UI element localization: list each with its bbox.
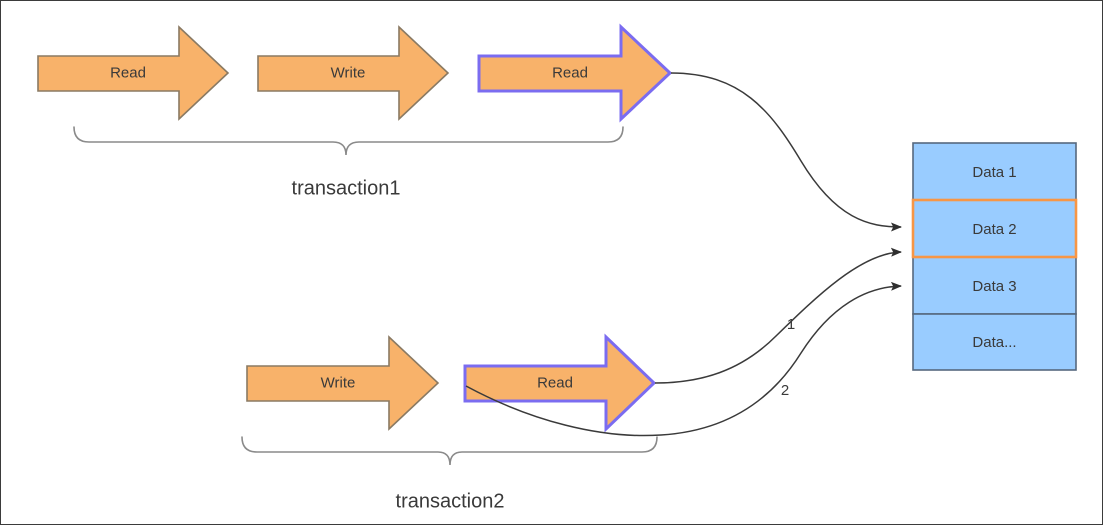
cell-text: Data 2 bbox=[972, 221, 1016, 238]
data-cell-4[interactable]: Data... bbox=[912, 313, 1077, 371]
step-arrow-read-1[interactable]: Read bbox=[37, 25, 230, 121]
cell-text: Data... bbox=[972, 334, 1016, 351]
step-arrow-write-2[interactable]: Write bbox=[246, 335, 440, 431]
edge-t2-write-to-data3[interactable] bbox=[465, 281, 902, 437]
brace-transaction2: transaction2 bbox=[241, 436, 658, 512]
cell-rect bbox=[911, 198, 1078, 259]
edge-label-2: 2 bbox=[781, 382, 789, 399]
data-table: Data 1 Data 3 Data... Data 2 bbox=[911, 142, 1078, 371]
edge-t1-read-to-data2[interactable] bbox=[670, 72, 902, 232]
cell-rect bbox=[912, 313, 1077, 371]
arrow-text: Read bbox=[537, 374, 573, 391]
brace-label-text: transaction1 bbox=[292, 177, 401, 199]
arrow-text: Read bbox=[110, 64, 146, 81]
brace-transaction1: transaction1 bbox=[73, 126, 624, 199]
transaction1-steps: Read Write Read bbox=[37, 23, 673, 123]
arrow-shape bbox=[246, 335, 440, 431]
data-cell-2-highlighted[interactable]: Data 2 bbox=[911, 198, 1078, 259]
arrow-text: Read bbox=[552, 64, 588, 81]
arrow-shape bbox=[37, 25, 230, 121]
transaction2-steps: Write Read bbox=[246, 333, 657, 433]
step-arrow-read-3-highlighted[interactable]: Read bbox=[463, 333, 657, 433]
edge-label-1: 1 bbox=[787, 316, 795, 333]
brace-path bbox=[73, 126, 624, 156]
arrow-text: Write bbox=[331, 64, 366, 81]
step-arrow-write-1[interactable]: Write bbox=[257, 25, 450, 121]
data-cell-1[interactable]: Data 1 bbox=[912, 142, 1077, 201]
arrow-shape bbox=[257, 25, 450, 121]
step-arrow-read-2-highlighted[interactable]: Read bbox=[477, 23, 673, 123]
arrow-shape bbox=[463, 333, 657, 433]
brace-path bbox=[241, 436, 658, 466]
cell-rect bbox=[912, 142, 1077, 201]
cell-text: Data 3 bbox=[972, 278, 1016, 295]
arrow-text: Write bbox=[321, 374, 356, 391]
flow-edges: 1 2 bbox=[465, 72, 902, 437]
data-cell-3[interactable]: Data 3 bbox=[912, 256, 1077, 315]
arrow-shape bbox=[477, 23, 673, 123]
cell-text: Data 1 bbox=[972, 164, 1016, 181]
edge-t2-read-to-data2[interactable] bbox=[654, 247, 902, 384]
brace-label-text: transaction2 bbox=[396, 490, 505, 512]
